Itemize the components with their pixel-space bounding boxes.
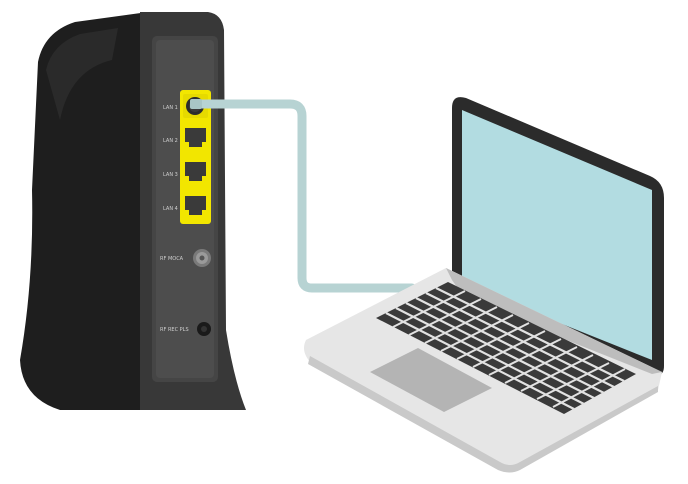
keyboard-key-grid	[385, 287, 625, 410]
port-label-2: LAN 2	[163, 138, 178, 144]
laptop-hinge	[446, 268, 662, 374]
power-port[interactable]	[197, 322, 211, 336]
ethernet-port-3[interactable]	[185, 162, 206, 181]
ethernet-cable-icon	[190, 99, 417, 293]
coax-port-label: RF MOCA	[160, 256, 184, 262]
router-icon: LAN 1 LAN 2 LAN 3 LAN 4 RF MOCA RF REC P…	[20, 12, 246, 410]
power-port-label: RF REC PLS	[160, 327, 189, 333]
keyboard-key-columns	[392, 290, 626, 408]
ethernet-cable	[193, 99, 417, 293]
laptop-screen	[462, 110, 652, 360]
port-label-4: LAN 4	[163, 206, 178, 212]
cable-connector	[190, 99, 202, 109]
port-label-1: LAN 1	[163, 105, 178, 111]
router-front-highlight	[46, 28, 118, 120]
coax-port[interactable]	[193, 249, 211, 267]
port-label-3: LAN 3	[163, 172, 178, 178]
ethernet-port-block	[180, 90, 211, 224]
router-front-panel	[20, 12, 150, 410]
laptop-trackpad[interactable]	[370, 348, 492, 412]
ethernet-port-4[interactable]	[185, 196, 206, 215]
laptop-icon	[304, 97, 664, 473]
ethernet-port-2[interactable]	[185, 128, 206, 147]
